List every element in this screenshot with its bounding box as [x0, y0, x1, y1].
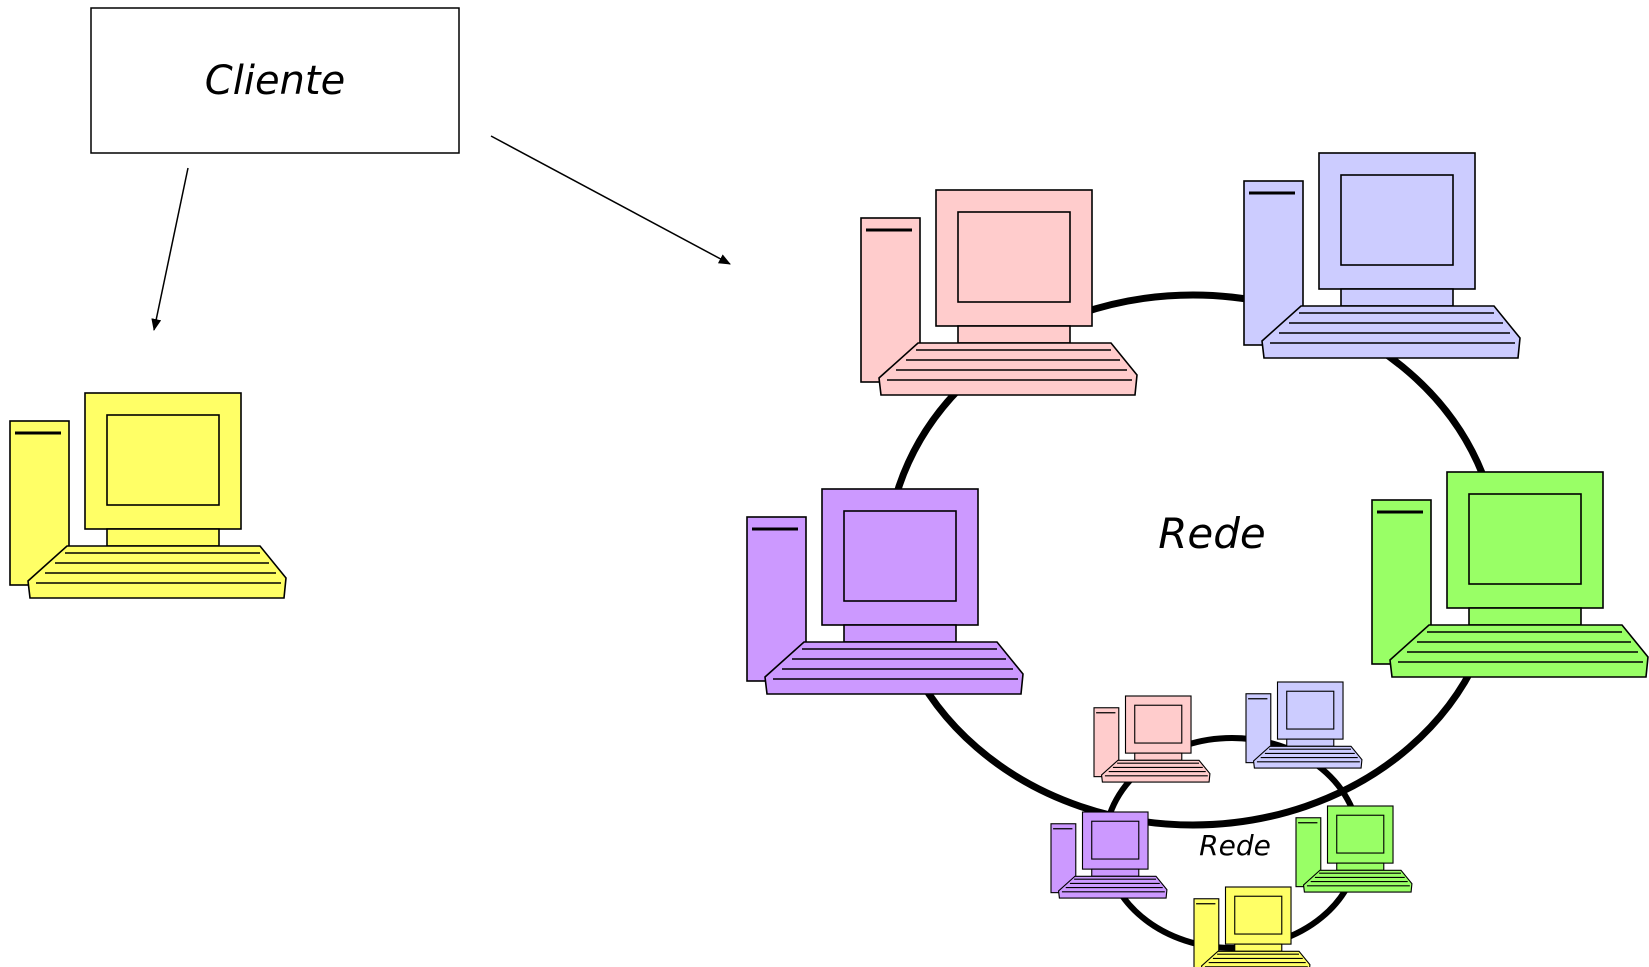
subnet-computer-green — [1295, 805, 1413, 893]
subnet-computer-purple — [1050, 811, 1168, 899]
network-computer-green — [1371, 471, 1649, 678]
subnet-computer-lavender — [1245, 681, 1363, 769]
arrow-to-client-computer — [151, 167, 189, 331]
network-computer-pink — [860, 189, 1138, 396]
network-computer-purple — [746, 488, 1024, 695]
network-computer-lavender — [1243, 152, 1521, 359]
subnet-computer-yellow — [1193, 886, 1311, 967]
client-box: Cliente — [90, 7, 460, 154]
client-label: Cliente — [205, 58, 345, 104]
network-label-large: Rede — [1158, 509, 1266, 558]
computers-layer — [9, 152, 1649, 967]
client-computer — [9, 392, 287, 599]
subnet-computer-pink — [1093, 695, 1211, 783]
network-label-small: Rede — [1199, 829, 1271, 862]
arrow-to-network — [490, 135, 731, 265]
